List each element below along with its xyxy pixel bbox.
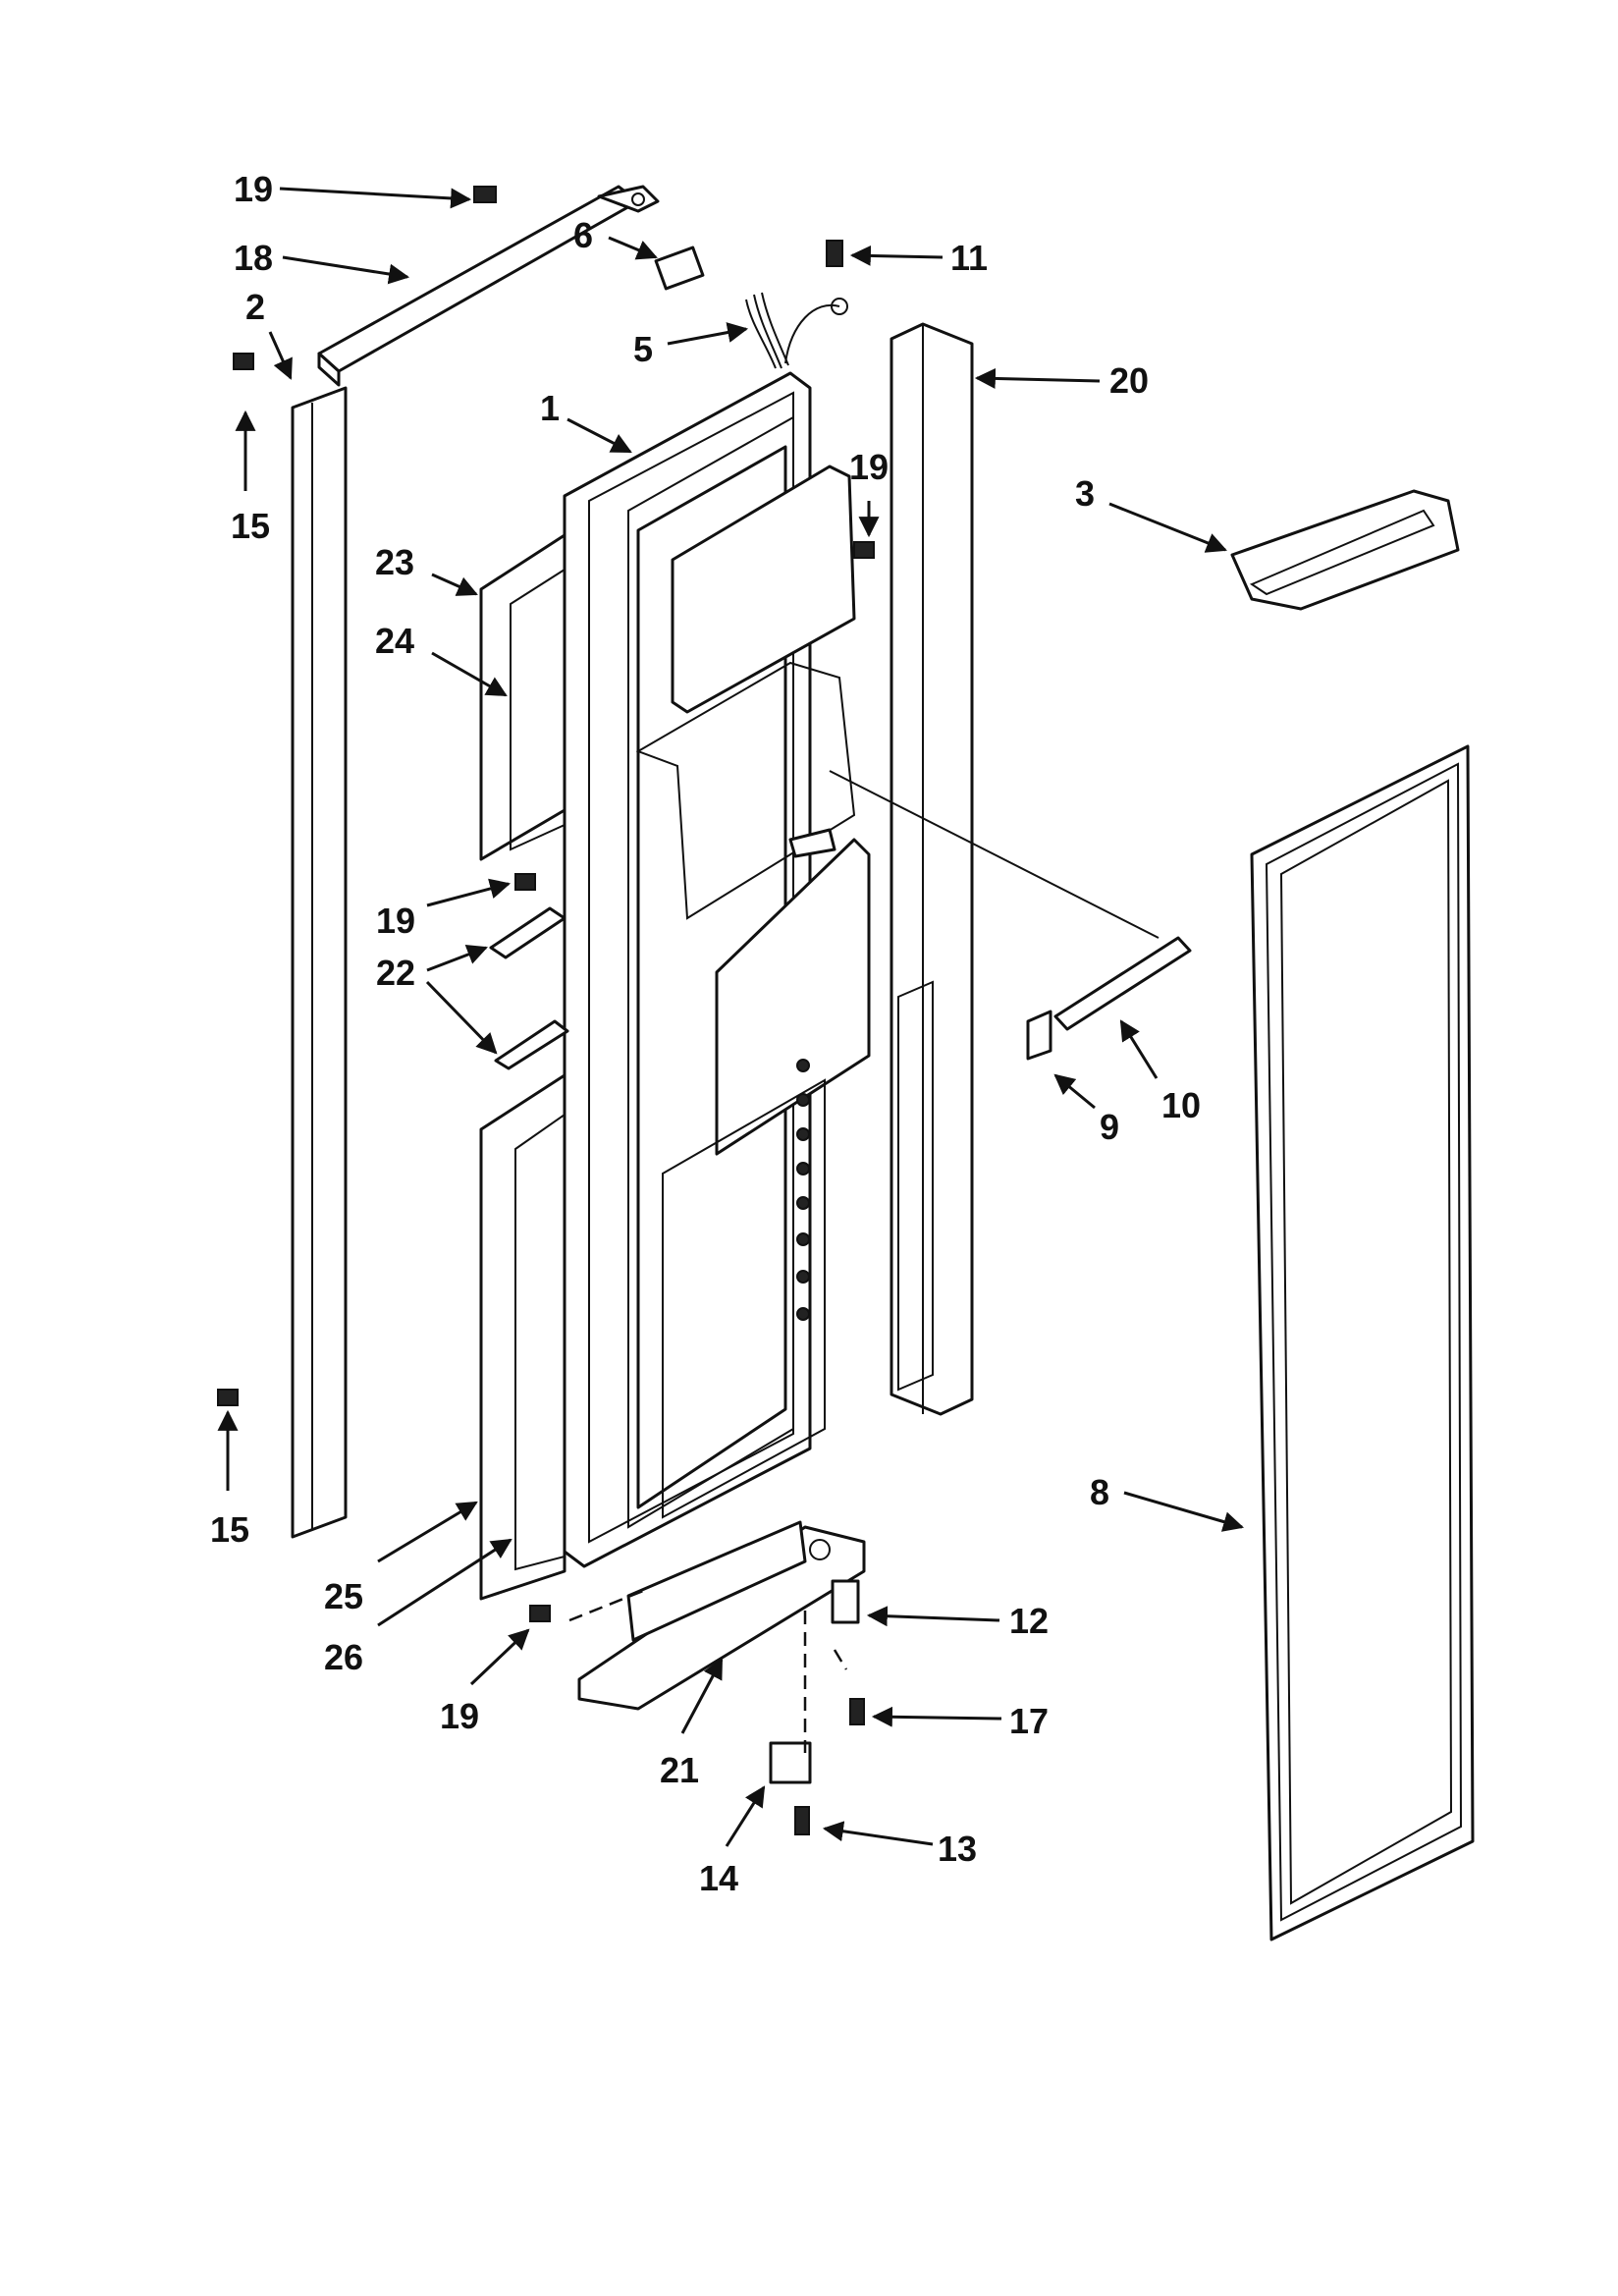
leader-19-top — [279, 187, 472, 209]
leader-21 — [680, 1658, 724, 1734]
assembly-line — [568, 1589, 644, 1622]
hinge-pin-part — [831, 1579, 860, 1624]
screw-parts — [217, 186, 875, 1622]
callout-19-right: 19 — [849, 447, 889, 487]
bracket-part — [489, 906, 569, 1070]
bottom-screw-part — [794, 1806, 810, 1835]
leader-10 — [1119, 1019, 1159, 1079]
hinge-bracket-part — [769, 1741, 812, 1784]
upper-insulation-panel-part — [479, 533, 566, 861]
callout-9: 9 — [1100, 1107, 1119, 1147]
callout-15: 15 — [231, 506, 270, 546]
callout-14: 14 — [699, 1858, 738, 1898]
callout-17: 17 — [1009, 1701, 1049, 1741]
leader-18 — [282, 255, 410, 285]
door-liner-part — [563, 371, 871, 1568]
leader-2 — [268, 331, 293, 380]
leader-17 — [871, 1706, 1002, 1727]
callout-18: 18 — [234, 238, 273, 278]
leader-20 — [974, 367, 1101, 389]
door-gasket-part — [1250, 744, 1475, 1941]
leader-6 — [608, 236, 658, 260]
callout-1: 1 — [540, 388, 560, 428]
callout-21: 21 — [660, 1750, 699, 1790]
callout-12: 12 — [1009, 1601, 1049, 1641]
wire-harness-part — [745, 292, 848, 369]
leader-5 — [667, 322, 749, 346]
callout-19-mid: 19 — [376, 901, 415, 941]
callout-6: 6 — [573, 215, 593, 255]
assembly-line — [829, 770, 1160, 939]
callout-2: 2 — [245, 287, 265, 327]
callout-23: 23 — [375, 542, 414, 582]
callout-5: 5 — [633, 329, 653, 369]
hinge-screw-part — [849, 1698, 865, 1725]
leader-19-mid — [426, 878, 512, 907]
top-hinge-cover-part — [317, 185, 660, 387]
leader-22b — [425, 980, 498, 1055]
callout-24: 24 — [375, 621, 414, 661]
screw-part — [826, 240, 843, 267]
lower-insulation-panel-part — [479, 1073, 566, 1601]
callout-3: 3 — [1075, 473, 1095, 514]
leader-23 — [431, 573, 478, 596]
leader-9 — [1053, 1073, 1096, 1110]
right-trim-strip-part — [890, 322, 974, 1416]
callout-10: 10 — [1161, 1085, 1201, 1125]
leader-14 — [725, 1785, 766, 1847]
callout-13: 13 — [938, 1829, 977, 1869]
leader-24 — [431, 651, 508, 697]
assembly-line — [833, 1649, 848, 1670]
leader-1 — [566, 417, 632, 454]
door-bin-part — [1230, 489, 1460, 611]
leader-26 — [377, 1538, 512, 1627]
callout-20: 20 — [1109, 360, 1149, 401]
leader-22a — [426, 944, 488, 972]
connector-part — [654, 246, 705, 291]
leader-11 — [849, 245, 944, 266]
callout-25: 25 — [324, 1576, 363, 1616]
leader-3 — [1108, 502, 1227, 553]
leader-25 — [377, 1501, 478, 1563]
bottom-hinge-plate-part — [577, 1520, 866, 1711]
callout-8: 8 — [1090, 1472, 1109, 1512]
left-trim-strip-part — [291, 386, 348, 1539]
callout-19: 19 — [234, 169, 273, 209]
callout-26: 26 — [324, 1637, 363, 1677]
callout-15-bottom: 15 — [210, 1509, 249, 1550]
callout-22: 22 — [376, 953, 415, 993]
callout-19-bottom: 19 — [440, 1696, 479, 1736]
callout-11: 11 — [950, 238, 988, 278]
leader-19-bottom — [469, 1628, 530, 1686]
leader-13 — [822, 1821, 934, 1846]
leader-8 — [1123, 1491, 1245, 1532]
trim-channel-part — [1026, 936, 1192, 1061]
leader-12 — [866, 1606, 1000, 1627]
